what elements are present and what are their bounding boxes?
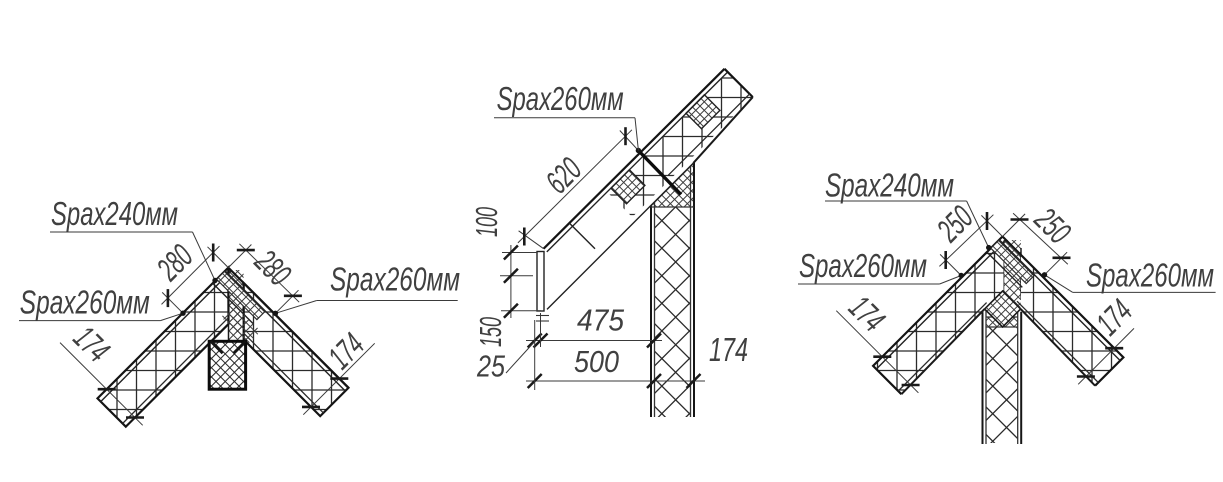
svg-text:100: 100 [469, 207, 504, 237]
svg-text:620: 620 [538, 150, 588, 200]
svg-text:Spax260мм: Spax260мм [1086, 258, 1214, 295]
svg-text:250: 250 [1027, 200, 1078, 251]
svg-text:Spax260мм: Spax260мм [799, 248, 927, 285]
svg-text:Spax260мм: Spax260мм [330, 262, 460, 299]
svg-text:174: 174 [842, 288, 892, 338]
svg-text:Spax260мм: Spax260мм [20, 285, 150, 322]
svg-text:Spax240мм: Spax240мм [825, 168, 954, 205]
svg-text:250: 250 [929, 198, 980, 249]
svg-text:Spax240мм: Spax240мм [51, 196, 178, 233]
svg-text:500: 500 [574, 344, 619, 379]
svg-text:25: 25 [476, 349, 505, 384]
svg-text:475: 475 [577, 303, 625, 338]
svg-text:174: 174 [709, 331, 748, 368]
svg-text:150: 150 [473, 317, 508, 347]
svg-text:Spax260мм: Spax260мм [497, 81, 624, 118]
svg-text:174: 174 [67, 319, 117, 369]
svg-text:280: 280 [149, 237, 200, 288]
svg-text:280: 280 [248, 242, 299, 293]
